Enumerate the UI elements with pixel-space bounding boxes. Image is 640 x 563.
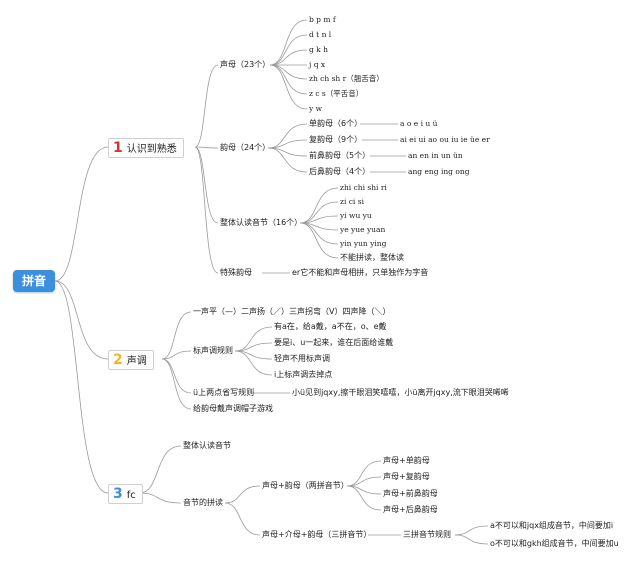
node-tone-rule-item[interactable]: 轻声不用标声调 xyxy=(274,354,330,363)
connector xyxy=(161,350,192,360)
connector xyxy=(224,502,261,536)
node-two-part-item[interactable]: 声母+前鼻韵母 xyxy=(383,489,438,498)
node-initials-item[interactable]: g k h xyxy=(309,45,328,54)
connector xyxy=(346,485,382,511)
connector xyxy=(224,485,261,504)
node-whole-syllables-item[interactable]: ye yue yuan xyxy=(340,225,386,234)
connector xyxy=(54,146,109,282)
root-node[interactable]: 拼音 xyxy=(13,270,55,292)
node-finals-type[interactable]: 复韵母（9个） xyxy=(309,135,363,144)
node-initials-item[interactable]: b p m f xyxy=(309,15,336,24)
connector xyxy=(299,187,339,224)
connector xyxy=(269,64,308,95)
connector xyxy=(194,146,219,224)
node-tone-rule-item[interactable]: 要是i、u一起来，谁在后面给谁戴 xyxy=(274,338,394,347)
connector xyxy=(299,222,339,245)
connector xyxy=(267,123,308,149)
node-whole-syllables-item[interactable]: zi ci si xyxy=(340,197,364,206)
node-two-part-syllable[interactable]: 声母+韵母（两拼音节） xyxy=(262,481,349,490)
node-whole-syllables-item[interactable]: zhi chi shi ri xyxy=(340,183,387,192)
connector xyxy=(454,525,489,536)
node-finals-detail[interactable]: ai ei ui ao ou iu ie üe er xyxy=(400,135,490,144)
connector xyxy=(299,222,339,259)
connector xyxy=(234,326,273,352)
node-three-part-syllable[interactable]: 声母+介母+韵母（三拼音节） xyxy=(262,530,372,539)
connector xyxy=(194,64,219,148)
branch-label: 认识到熟悉 xyxy=(126,144,177,155)
branch-label: 声调 xyxy=(126,356,147,367)
connector xyxy=(161,358,192,394)
node-umlaut-rule-detail[interactable]: 小ü见到jqxy,擦干眼泪笑嘻嘻，小ü离开jqxy,流下眼泪哭唏唏 xyxy=(292,388,509,397)
node-tone-rules[interactable]: 标声调规则 xyxy=(193,346,233,355)
connector xyxy=(269,19,308,66)
node-tone-rule-item[interactable]: 有a在，给a戴，a不在，o、e戴 xyxy=(274,322,387,331)
connector xyxy=(54,280,109,360)
node-whole-syllables-item[interactable]: yi wu yu xyxy=(340,211,372,220)
node-finals-detail[interactable]: ang eng ing ong xyxy=(408,167,470,176)
connector xyxy=(267,139,308,149)
connector xyxy=(269,49,308,66)
node-special-final[interactable]: 特殊韵母 xyxy=(220,268,252,277)
node-finals-type[interactable]: 后鼻韵母（4个） xyxy=(309,167,371,176)
node-whole-syllables-3[interactable]: 整体认读音节 xyxy=(183,441,231,450)
connector xyxy=(194,146,219,149)
node-special-final-detail[interactable]: er它不能和声母相拼，只单独作为字音 xyxy=(292,268,429,277)
connector xyxy=(346,460,382,487)
connector xyxy=(234,342,273,352)
node-three-part-rules[interactable]: 三拼音节规则 xyxy=(403,530,451,539)
node-initials-item[interactable]: zh ch sh r（翘舌音） xyxy=(309,74,384,83)
connector xyxy=(139,445,182,494)
node-finals-type[interactable]: 单韵母（6个） xyxy=(309,119,363,128)
node-finals-detail[interactable]: an en in un ün xyxy=(408,151,463,160)
branch-number: 1 xyxy=(113,140,123,156)
node-initials-item[interactable]: z c s（平舌音） xyxy=(309,89,364,98)
node-initials-item[interactable]: y w xyxy=(309,104,323,113)
connector xyxy=(194,146,219,274)
node-three-part-rule-item[interactable]: a不可以和jqx组成音节，中间要加i xyxy=(490,521,614,530)
connector xyxy=(161,311,192,360)
node-four-tones[interactable]: 一声平（—）二声扬（／）三声拐弯（V）四声降（＼） xyxy=(193,307,391,316)
node-initials[interactable]: 声母（23个） xyxy=(220,60,271,69)
node-two-part-item[interactable]: 声母+后鼻韵母 xyxy=(383,505,438,514)
node-whole-syllables-item[interactable]: yin yun ying xyxy=(340,239,387,248)
node-syllable-spelling[interactable]: 音节的拼读 xyxy=(183,498,223,507)
connector xyxy=(54,280,109,494)
node-tone-rule-item[interactable]: i上标声调去掉点 xyxy=(274,370,333,379)
connector xyxy=(161,358,192,410)
connector xyxy=(267,147,308,173)
connector xyxy=(454,534,489,545)
node-three-part-rule-item[interactable]: o不可以和gkh组成音节，中间要加u xyxy=(490,539,619,548)
node-finals-detail[interactable]: a o e i u ü xyxy=(400,119,438,128)
node-initials-item[interactable]: d t n l xyxy=(309,30,332,39)
branch-number: 2 xyxy=(113,352,123,368)
connector xyxy=(269,64,308,110)
connector xyxy=(234,350,273,376)
node-two-part-item[interactable]: 声母+单韵母 xyxy=(383,456,430,465)
branch-number: 3 xyxy=(113,486,123,502)
node-umlaut-rule[interactable]: ü上两点省写规则 xyxy=(193,388,255,397)
connector xyxy=(346,476,382,487)
connector xyxy=(139,492,182,504)
node-whole-syllables-item[interactable]: 不能拼读，整体读 xyxy=(340,253,404,262)
branch-label: fc xyxy=(126,490,136,501)
node-finals[interactable]: 韵母（24个） xyxy=(220,143,271,152)
node-finals-type[interactable]: 前鼻韵母（5个） xyxy=(309,151,371,160)
connector xyxy=(269,34,308,66)
node-tone-game[interactable]: 给韵母戴声调帽子游戏 xyxy=(193,404,273,413)
node-initials-item[interactable]: j q x xyxy=(309,60,326,69)
node-whole-syllables[interactable]: 整体认读音节（16个） xyxy=(220,218,303,227)
connector xyxy=(299,201,339,224)
node-two-part-item[interactable]: 声母+复韵母 xyxy=(383,472,430,481)
